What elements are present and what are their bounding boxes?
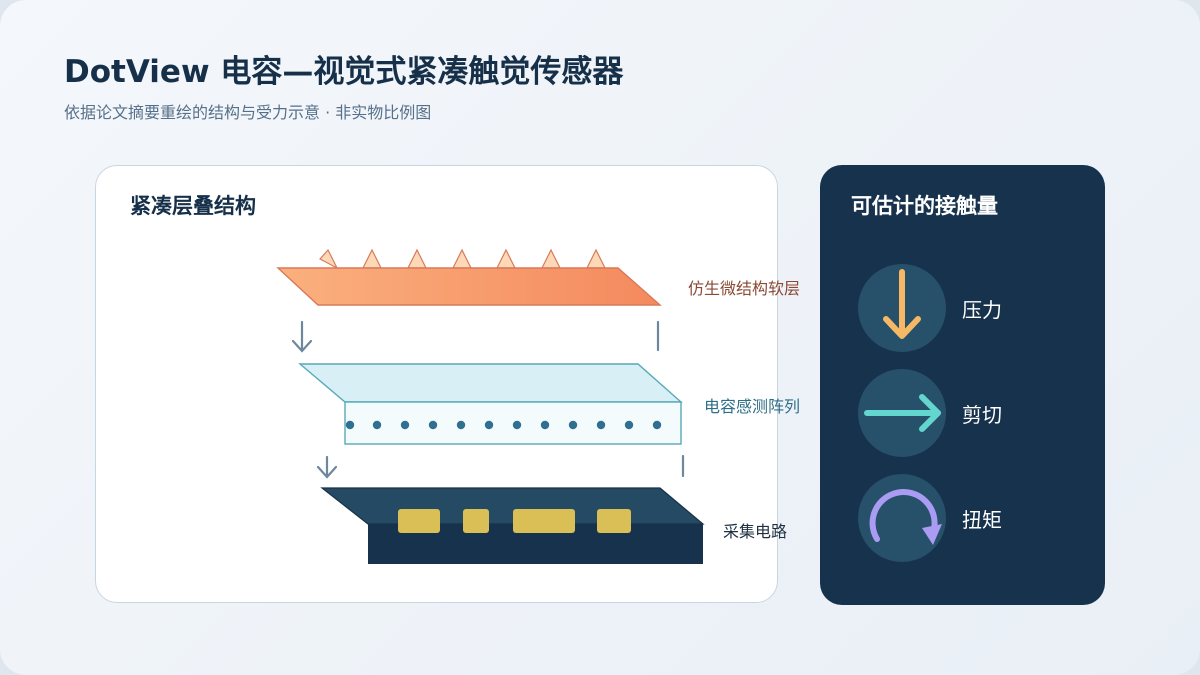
quantity-label: 扭矩 (962, 508, 1002, 532)
micro-bump (319, 248, 339, 270)
quantities-panel-heading: 可估计的接触量 (851, 194, 998, 218)
rotation-arrow-icon (869, 489, 942, 545)
page-subtitle: 依据论文摘要重绘的结构与受力示意 · 非实物比例图 (64, 103, 432, 122)
micro-bump (452, 248, 472, 269)
shear-icon-badge (858, 369, 946, 457)
assembly-arrows (291, 320, 685, 479)
capacitive-array-layer (298, 363, 683, 445)
micro-bump (407, 248, 427, 269)
circuit-board-layer (320, 487, 705, 564)
quantity-label: 剪切 (962, 403, 1002, 427)
micro-bump (541, 248, 561, 269)
page-title: DotView 电容—视觉式紧凑触觉传感器 (64, 54, 624, 90)
soft-layer-label: 仿生微结构软层 (688, 279, 801, 298)
pressure-icon-badge (858, 264, 946, 352)
quantity-shear: 剪切 (858, 369, 1088, 459)
torque-icon-badge (858, 474, 946, 562)
soft-layer (276, 248, 662, 306)
down-arrow-icon (883, 269, 921, 339)
quantity-pressure: 压力 (858, 264, 1088, 354)
quantity-torque: 扭矩 (858, 474, 1088, 564)
right-arrow-icon (864, 394, 941, 432)
micro-bump (496, 248, 516, 269)
circuit-label: 采集电路 (723, 522, 788, 541)
chip (463, 509, 489, 533)
chip (513, 509, 575, 533)
electrode-dots (345, 420, 662, 430)
quantity-label: 压力 (962, 298, 1002, 322)
structure-panel-heading: 紧凑层叠结构 (130, 194, 256, 218)
micro-bump (362, 248, 382, 269)
soft-layer-slab (276, 267, 662, 306)
chip (398, 509, 440, 533)
micro-bump (586, 248, 606, 269)
capacitive-array-label: 电容感测阵列 (704, 397, 801, 416)
chip (597, 509, 631, 533)
